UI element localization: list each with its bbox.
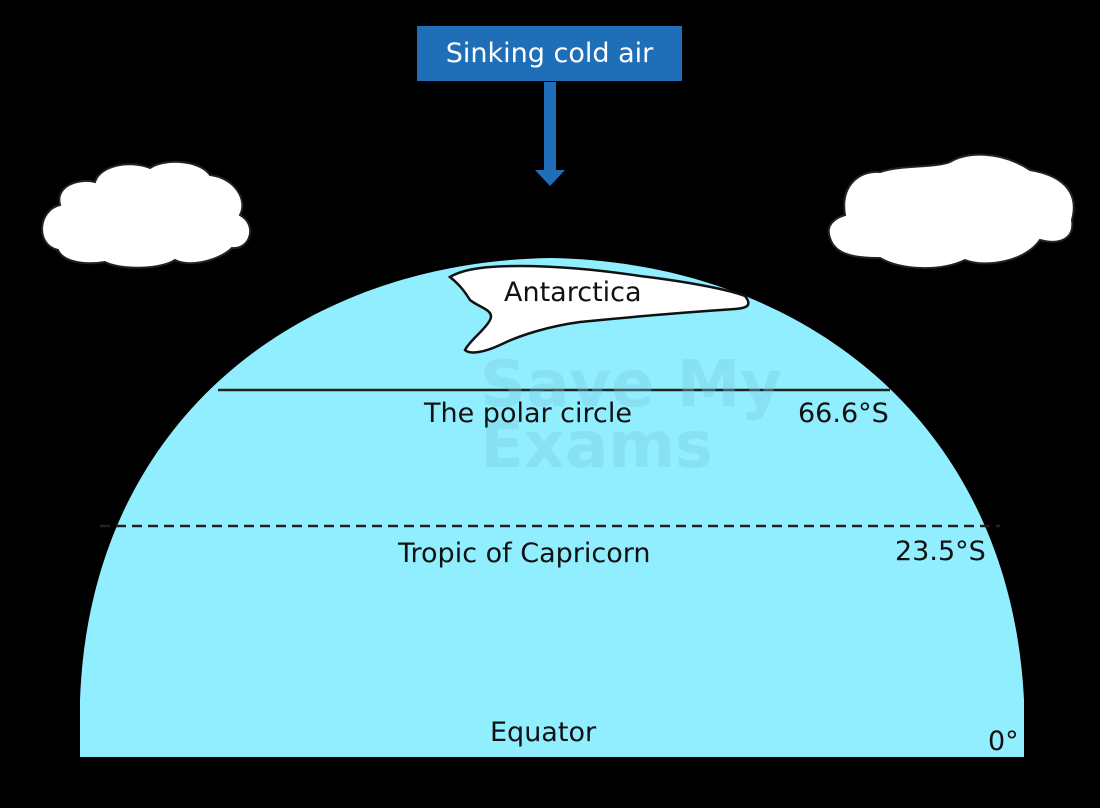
cloud-left-icon xyxy=(41,160,251,269)
polar-circle-label: The polar circle xyxy=(424,398,632,429)
tropic-of-capricorn-label: Tropic of Capricorn xyxy=(398,538,651,569)
watermark-line2: Exams xyxy=(480,408,713,483)
antarctica-landmass xyxy=(447,264,750,354)
cloud-right-icon xyxy=(827,153,1075,269)
antarctica-label: Antarctica xyxy=(504,277,642,308)
equator-latitude: 0° xyxy=(988,726,1019,757)
equator-label: Equator xyxy=(490,717,597,748)
watermark-line1: Save My xyxy=(480,348,783,422)
arrow-shaft xyxy=(544,82,556,172)
southern-hemisphere xyxy=(80,258,1024,757)
watermark: Save My Exams xyxy=(480,348,783,483)
sinking-cold-air-label: Sinking cold air xyxy=(417,26,682,81)
tropic-of-capricorn-latitude: 23.5°S xyxy=(895,536,986,567)
arrow-head-icon xyxy=(535,170,565,186)
polar-circle-latitude: 66.6°S xyxy=(798,398,889,429)
